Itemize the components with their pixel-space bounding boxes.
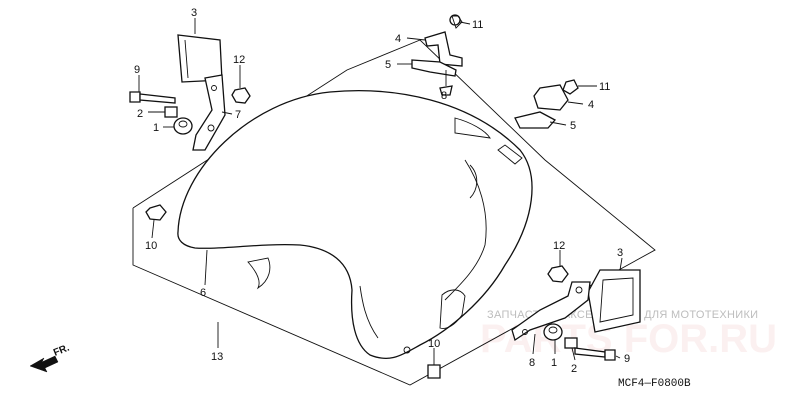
callout-4-right: 4 [588,99,594,111]
callout-9-left: 9 [134,64,140,76]
reflector-right [587,269,641,333]
callout-10-bottom: 10 [428,338,440,350]
callout-7: 7 [235,109,241,121]
callout-8-bottom: 8 [529,357,535,369]
callout-10-left: 10 [145,240,157,252]
bracket-right [511,281,591,342]
arrow-icon [29,355,59,373]
drawing-code: MCF4—F0800B [618,378,691,390]
callout-labels: 3 9 12 2 7 1 4 11 5 8 11 4 5 10 6 13 10 … [134,7,630,375]
bracket-upper-right [514,79,579,129]
callout-11-top: 11 [472,19,483,31]
leader-lines [138,18,623,361]
callout-5-right: 5 [570,120,576,132]
callout-1-left: 1 [153,122,159,134]
bolt-left [129,91,176,104]
front-direction-arrow: FR. [29,342,71,373]
callout-8-top: 8 [441,90,447,102]
collar-left [164,106,178,118]
bolt-right [574,347,616,361]
bracket-upper-center [411,14,463,96]
callout-12-right: 12 [553,240,565,252]
callout-3-right: 3 [617,247,623,259]
bolt-10-bottom [427,352,441,379]
callout-12-left: 12 [233,54,245,66]
callout-3-top: 3 [191,7,197,19]
assembly-outline [132,39,656,386]
nut-left [231,87,251,104]
nut-10-left [145,204,167,221]
callout-6: 6 [200,287,206,299]
callout-4-top: 4 [395,33,401,45]
collar-right [564,337,578,349]
callout-2-bottom: 2 [571,363,577,375]
grommet-right [543,323,563,341]
grommet-left [173,117,193,135]
bracket-left [192,74,226,151]
reflector-left [177,34,223,83]
callout-9-bottom: 9 [624,353,630,365]
callout-1-bottom: 1 [551,357,557,369]
nut-right [547,265,569,283]
callout-13: 13 [211,351,223,363]
fender-body [177,90,533,360]
callout-2-left: 2 [137,108,143,120]
callout-5-top: 5 [385,59,391,71]
callout-11-right: 11 [599,81,610,93]
direction-label: FR. [52,342,71,358]
